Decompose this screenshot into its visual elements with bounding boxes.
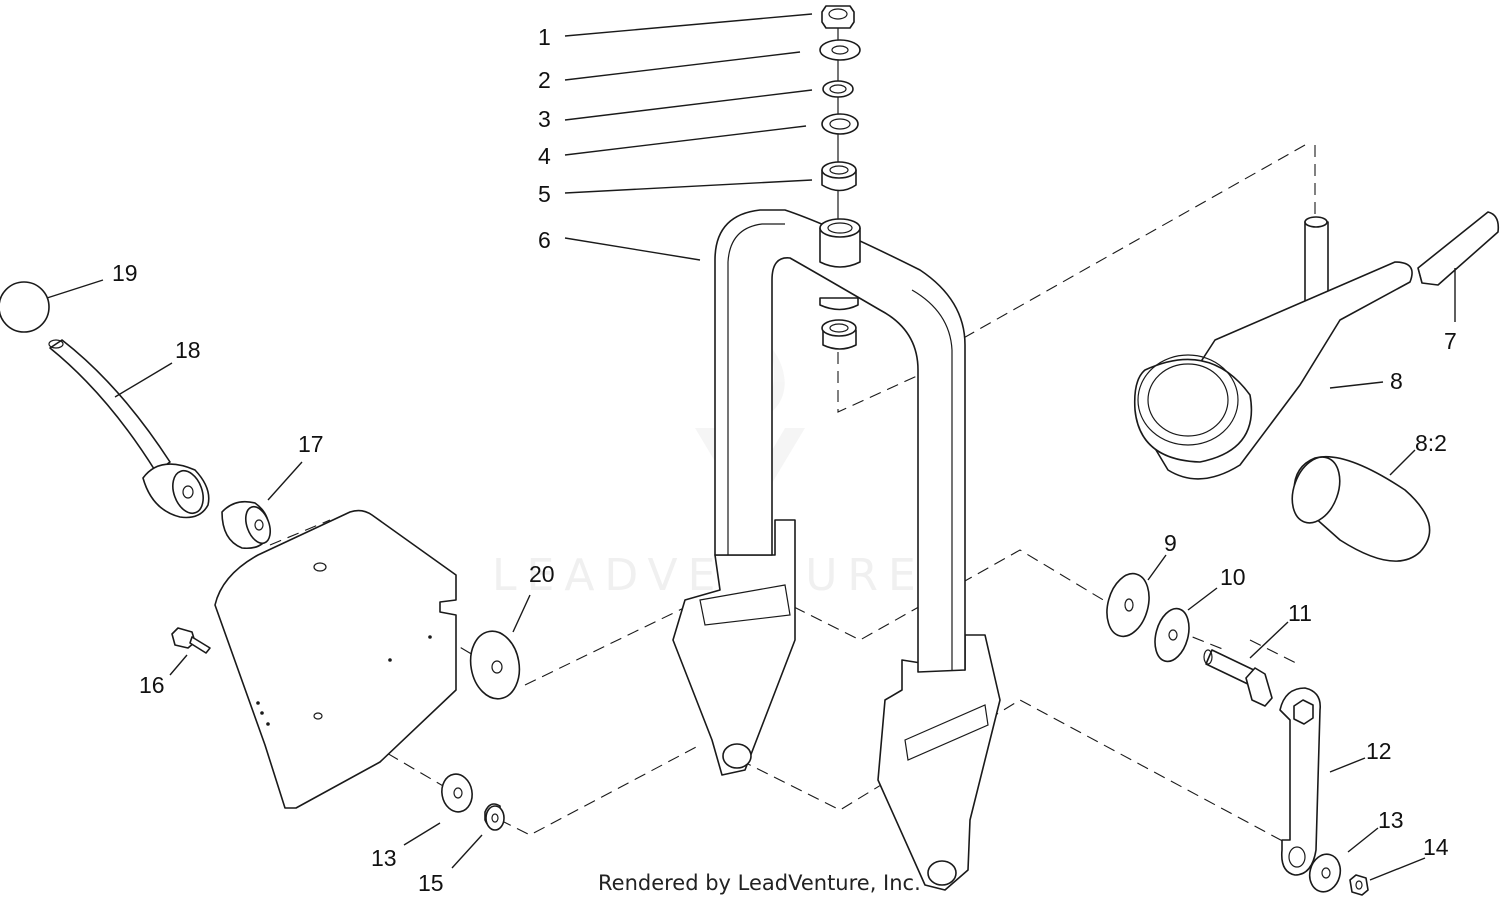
part-1-nut <box>821 5 855 29</box>
callout-6: 6 <box>538 227 551 253</box>
callout-20: 20 <box>529 561 555 587</box>
lever-mount-plate <box>214 509 457 809</box>
part-15-spacer <box>484 803 505 831</box>
callout-9: 9 <box>1164 530 1177 556</box>
part-11-bolt <box>1203 649 1273 707</box>
part-12-link-arm <box>1279 687 1322 876</box>
callout-13-left: 13 <box>371 845 397 871</box>
callout-19: 19 <box>112 260 138 286</box>
part-8-pivot-bracket <box>1133 216 1413 480</box>
callout-labels: 1 2 3 4 5 6 7 8 8:2 9 10 11 12 13 14 13 … <box>112 24 1457 896</box>
part-17-boot <box>221 500 272 550</box>
leader-lines <box>46 13 1456 881</box>
callout-12: 12 <box>1366 738 1392 764</box>
callout-15: 15 <box>418 870 444 896</box>
part-18-lever <box>48 339 210 519</box>
part-13-washer-left <box>441 773 473 813</box>
watermark-text: LEADVENTURE <box>492 550 926 601</box>
callout-14: 14 <box>1423 834 1449 860</box>
callout-18: 18 <box>175 337 201 363</box>
callout-11: 11 <box>1288 600 1312 626</box>
callout-17: 17 <box>298 431 324 457</box>
part-9-washer <box>1106 572 1150 638</box>
part-14-nut <box>1349 874 1369 896</box>
part-4-washer <box>821 113 859 135</box>
hardware-stack <box>819 5 861 225</box>
part-13-washer-right <box>1308 853 1342 893</box>
callout-8: 8 <box>1390 368 1403 394</box>
part-19-knob <box>0 281 50 333</box>
callout-16: 16 <box>139 672 165 698</box>
part-10-washer <box>1154 607 1190 663</box>
callout-5: 5 <box>538 181 551 207</box>
part-5-bushing <box>821 161 857 192</box>
callout-13-right: 13 <box>1378 807 1404 833</box>
part-7-grip <box>1417 211 1500 286</box>
callout-1: 1 <box>538 24 551 50</box>
callout-10: 10 <box>1220 564 1246 590</box>
part-16-bolt <box>171 627 211 654</box>
part-6-u-frame <box>672 209 1001 891</box>
part-2-washer <box>819 39 861 61</box>
callout-4: 4 <box>538 143 551 169</box>
callout-2: 2 <box>538 67 551 93</box>
credit-text: Rendered by LeadVenture, Inc. <box>598 871 921 895</box>
part-8-2-sleeve <box>1291 455 1431 562</box>
callout-7: 7 <box>1444 328 1457 354</box>
callout-3: 3 <box>538 106 551 132</box>
callout-8-2: 8:2 <box>1415 430 1447 456</box>
part-3-ring <box>822 80 854 98</box>
part-20-washer <box>469 630 521 700</box>
